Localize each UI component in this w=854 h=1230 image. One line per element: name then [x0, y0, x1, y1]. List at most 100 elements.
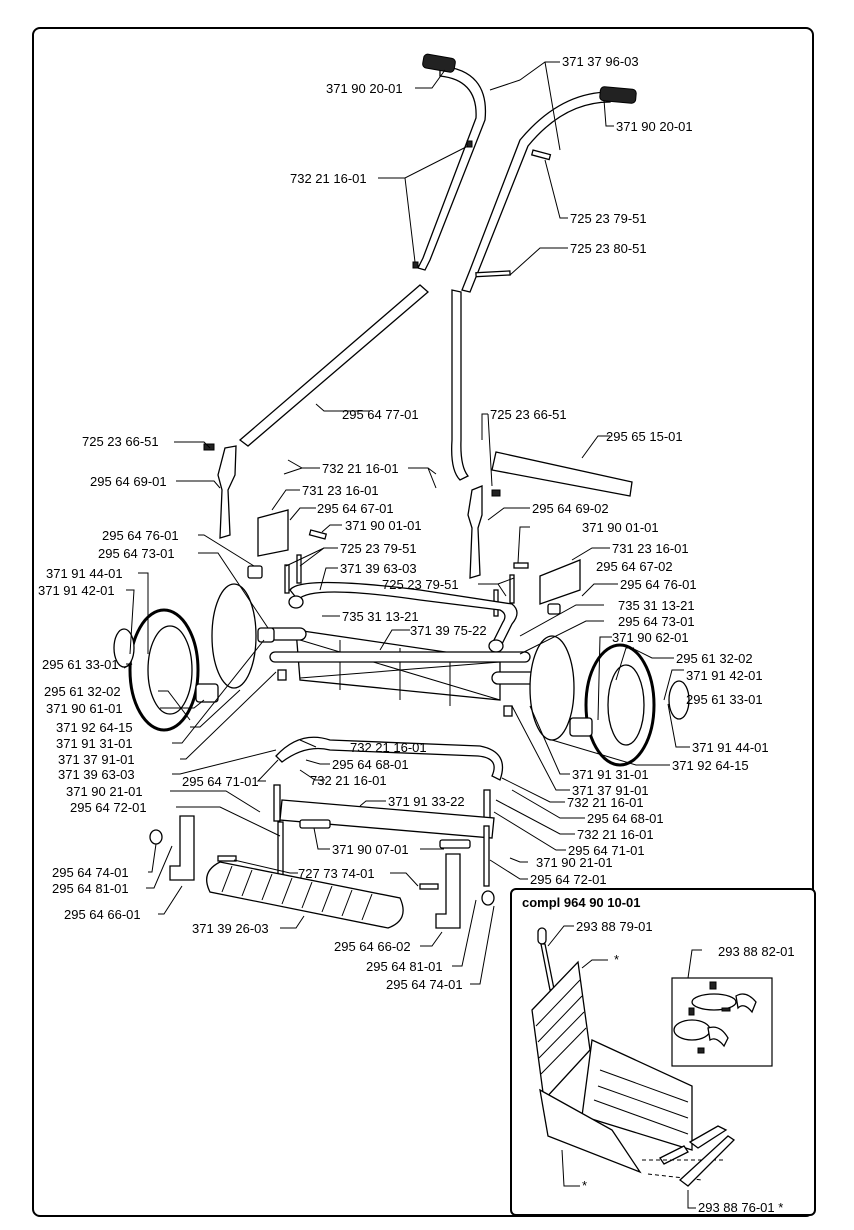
part-label: 732 21 16-01 [290, 171, 367, 186]
wheel-right [503, 635, 690, 767]
part-label: 295 64 67-02 [596, 559, 673, 574]
part-label: 295 64 71-01 [182, 774, 259, 789]
part-label: * [614, 952, 619, 967]
part-label: 295 64 73-01 [618, 614, 695, 629]
part-label: 371 91 33-22 [388, 794, 465, 809]
part-label: 295 64 81-01 [52, 881, 129, 896]
part-label: 295 64 76-01 [620, 577, 697, 592]
part-label: 731 23 16-01 [612, 541, 689, 556]
part-label: 295 64 76-01 [102, 528, 179, 543]
part-label: 727 73 74-01 [298, 866, 375, 881]
part-label: 731 23 16-01 [302, 483, 379, 498]
part-label: 371 91 42-01 [38, 583, 115, 598]
grass-catcher-diagram: 293 88 79-01 * 293 88 82-01 * 293 88 76-… [531, 919, 795, 1214]
handle-bar-right [461, 86, 637, 293]
part-label: 371 37 91-01 [572, 783, 649, 798]
side-bracket-right [467, 485, 483, 579]
part-label: 295 64 72-01 [530, 872, 607, 887]
cover-plate [491, 451, 633, 497]
part-label: 371 37 96-03 [562, 54, 639, 69]
part-label: 371 92 64-15 [672, 758, 749, 773]
part-label: 725 23 79-51 [382, 577, 459, 592]
plate-left [257, 509, 289, 557]
plate-right [539, 559, 581, 605]
catcher-back-panel [531, 960, 591, 1102]
part-label: 295 64 73-01 [98, 546, 175, 561]
part-label: 735 31 13-21 [342, 609, 419, 624]
part-label: 732 21 16-01 [310, 773, 387, 788]
part-label: 371 90 21-01 [536, 855, 613, 870]
part-label: 295 64 77-01 [342, 407, 419, 422]
catcher-front-panel [539, 1088, 642, 1174]
part-label: 295 64 72-01 [70, 800, 147, 815]
part-label: 295 61 32-02 [44, 684, 121, 699]
part-label: 725 23 66-51 [490, 407, 567, 422]
part-label: 371 37 91-01 [58, 752, 135, 767]
part-label: 371 90 07-01 [332, 842, 409, 857]
catcher-bar [678, 1135, 736, 1187]
grip-icon [599, 86, 637, 104]
part-label: 295 61 33-01 [686, 692, 763, 707]
part-label: 295 61 32-02 [676, 651, 753, 666]
cutting-reel [265, 627, 537, 706]
part-label: 293 88 82-01 [718, 944, 795, 959]
part-label: 735 31 13-21 [618, 598, 695, 613]
part-label: 295 64 66-01 [64, 907, 141, 922]
part-label: 293 88 79-01 [576, 919, 653, 934]
part-label: 371 90 62-01 [612, 630, 689, 645]
grip-icon [422, 53, 456, 73]
lower-crossbar [275, 736, 504, 781]
part-label: 295 64 71-01 [568, 843, 645, 858]
part-label: 371 91 44-01 [692, 740, 769, 755]
part-label: 371 90 01-01 [345, 518, 422, 533]
catcher-side-panel [581, 1039, 693, 1151]
part-label: 295 64 69-02 [532, 501, 609, 516]
side-bracket-left [217, 445, 237, 539]
part-label: 725 23 80-51 [570, 241, 647, 256]
part-label: 295 64 68-01 [332, 757, 409, 772]
part-label: 295 64 74-01 [386, 977, 463, 992]
diagram-frame [32, 27, 814, 1217]
part-label: 725 23 79-51 [570, 211, 647, 226]
roller-bracket-left [169, 815, 195, 881]
part-label: 295 64 66-02 [334, 939, 411, 954]
part-label: 295 64 81-01 [366, 959, 443, 974]
part-label: 732 21 16-01 [322, 461, 399, 476]
part-label: 371 90 20-01 [326, 81, 403, 96]
part-label: 371 90 21-01 [66, 784, 143, 799]
lower-handle [238, 284, 470, 481]
part-label: 371 91 31-01 [572, 767, 649, 782]
part-label: 732 21 16-01 [567, 795, 644, 810]
part-label: 725 23 66-51 [82, 434, 159, 449]
handle-bar-left [417, 53, 487, 271]
part-label: 371 91 44-01 [46, 566, 123, 581]
part-label: 371 90 61-01 [46, 701, 123, 716]
part-label: 732 21 16-01 [350, 740, 427, 755]
part-label: 725 23 79-51 [340, 541, 417, 556]
roller-bracket-right [435, 853, 461, 929]
part-label: 295 65 15-01 [606, 429, 683, 444]
part-label: 295 64 67-01 [317, 501, 394, 516]
part-label: 732 21 16-01 [577, 827, 654, 842]
part-label: 295 61 33-01 [42, 657, 119, 672]
part-label: 371 39 63-03 [340, 561, 417, 576]
part-label: 371 90 01-01 [582, 520, 659, 535]
inset-title: compl 964 90 10-01 [522, 895, 641, 910]
leader-lines [123, 61, 690, 985]
part-label: 295 64 68-01 [587, 811, 664, 826]
part-label: 371 39 26-03 [192, 921, 269, 936]
part-label: 371 92 64-15 [56, 720, 133, 735]
bed-knife [279, 799, 495, 839]
part-label: 371 90 20-01 [616, 119, 693, 134]
part-label: 295 64 74-01 [52, 865, 129, 880]
wheel-left [113, 583, 287, 732]
part-label: 371 39 75-22 [410, 623, 487, 638]
part-label: 371 91 31-01 [56, 736, 133, 751]
grass-catcher-inset: compl 964 90 10-01 293 88 79-01 [510, 888, 816, 1216]
part-label: 293 88 76-01 * [698, 1200, 783, 1214]
part-label: 371 39 63-03 [58, 767, 135, 782]
part-label: 295 64 69-01 [90, 474, 167, 489]
part-label: 371 91 42-01 [686, 668, 763, 683]
